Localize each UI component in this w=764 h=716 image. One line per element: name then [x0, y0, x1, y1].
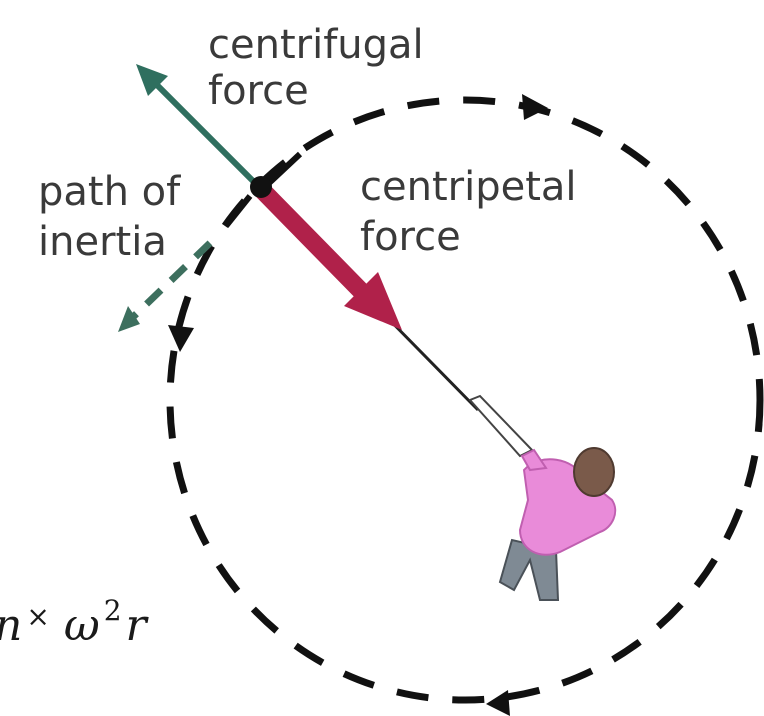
- circular-path: [166, 96, 764, 704]
- centripetal-label-line2: force: [360, 214, 461, 260]
- centrifugal-arrowhead: [136, 64, 168, 96]
- formula-omega: ω: [64, 600, 100, 651]
- path-direction-arrow-bottom: [486, 690, 510, 716]
- formula-radius: r: [126, 600, 150, 651]
- centrifugal-label-line2: force: [208, 68, 309, 114]
- person-shirt: [518, 458, 617, 556]
- tangent-tick-right: [265, 151, 303, 187]
- person-arm: [520, 448, 548, 472]
- formula-prefix: n: [0, 600, 22, 651]
- whirled-object-icon: [250, 176, 272, 198]
- centrifugal-force-arrow: [147, 75, 261, 189]
- centrifugal-label-line1: centrifugal: [208, 22, 424, 68]
- tangent-tick-left: [223, 194, 253, 228]
- centripetal-arrowhead: [344, 272, 402, 330]
- inertia-arrowhead: [118, 306, 140, 332]
- inertia-path-arrow: [129, 240, 213, 321]
- path-direction-arrow-left: [168, 325, 194, 352]
- inertia-label-line1: path of: [38, 169, 181, 215]
- formula-exponent: 2: [104, 594, 122, 627]
- person-head: [573, 447, 615, 497]
- formula-times: ×: [26, 600, 49, 633]
- inertia-label-line2: inertia: [38, 219, 167, 265]
- path-direction-arrow-top: [522, 94, 548, 120]
- centripetal-label-line1: centripetal: [360, 164, 577, 210]
- string-loop: [468, 394, 534, 458]
- formula: n × ω 2 r: [0, 594, 150, 651]
- centripetal-force-arrow: [253, 181, 371, 301]
- person-top-view-icon: [498, 447, 617, 601]
